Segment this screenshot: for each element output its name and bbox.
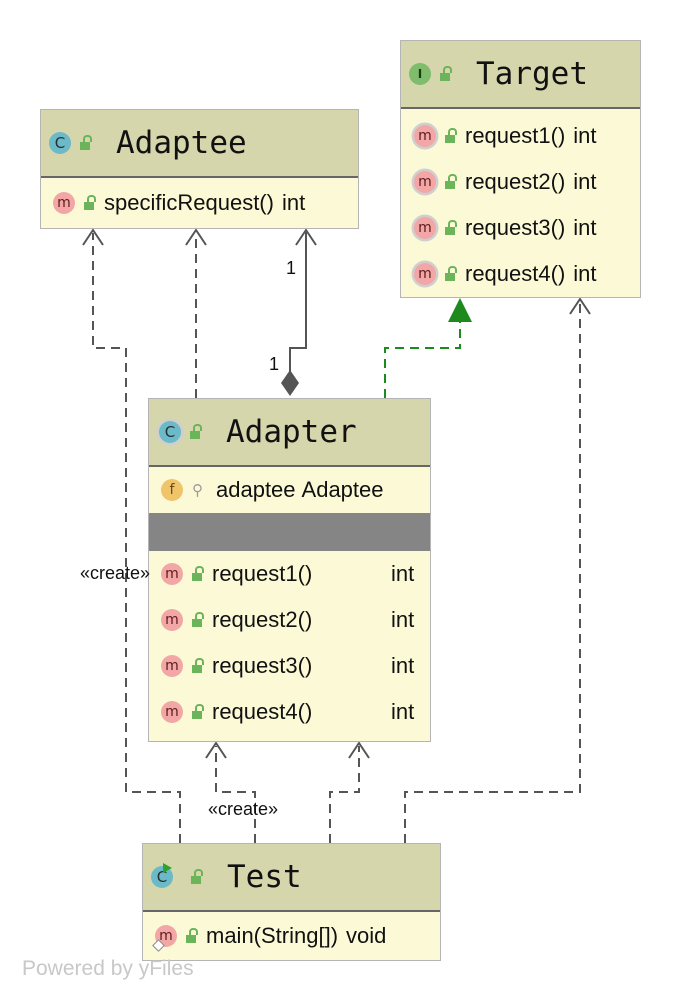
arrowhead-adaptee-2 bbox=[185, 228, 207, 246]
realization-triangle bbox=[448, 298, 472, 322]
arrowhead-adaptee-1 bbox=[82, 228, 104, 246]
class-adapter-header: C Adapter bbox=[149, 399, 430, 467]
method-type: int bbox=[573, 261, 597, 286]
method-row[interactable]: m request3() int bbox=[401, 205, 640, 251]
realization-adapter-target bbox=[384, 322, 461, 398]
class-name: Test bbox=[227, 859, 302, 895]
public-lock-icon bbox=[192, 658, 204, 673]
public-lock-icon bbox=[445, 128, 457, 143]
class-target-header: I Target bbox=[401, 41, 640, 109]
class-test-header: C Test bbox=[143, 844, 440, 912]
public-lock-icon bbox=[84, 195, 96, 210]
arrowhead-target bbox=[569, 297, 591, 315]
class-adapter[interactable]: C Adapter f ⚲ adaptee Adaptee m request1… bbox=[148, 398, 431, 742]
create-label-bottom: «create» bbox=[208, 799, 279, 819]
public-lock-icon bbox=[445, 266, 457, 281]
method-icon: m bbox=[414, 125, 436, 147]
public-lock-icon bbox=[192, 566, 204, 581]
public-lock-icon bbox=[440, 66, 452, 81]
method-type: int bbox=[573, 123, 597, 148]
class-adaptee-header: C Adaptee bbox=[41, 110, 358, 178]
interface-icon: I bbox=[409, 63, 431, 85]
method-type: int bbox=[391, 653, 415, 678]
method-icon: m bbox=[53, 192, 75, 214]
interface-name: Target bbox=[476, 56, 588, 92]
method-icon: m bbox=[161, 655, 183, 677]
class-adaptee[interactable]: C Adaptee m specificRequest() int bbox=[40, 109, 359, 229]
method-name: request1() bbox=[465, 123, 566, 148]
method-type: int bbox=[573, 169, 597, 194]
field-name: adaptee bbox=[216, 477, 296, 502]
method-icon: m bbox=[161, 701, 183, 723]
arrowhead-adapter-1 bbox=[205, 741, 227, 759]
class-icon: C bbox=[159, 421, 181, 443]
method-name: request4() bbox=[465, 261, 566, 286]
method-name: request3() bbox=[212, 653, 313, 678]
method-type: int bbox=[281, 190, 306, 215]
method-row[interactable]: m request4() int bbox=[149, 689, 430, 735]
method-row[interactable]: m main(String[]) void bbox=[143, 912, 440, 960]
class-test[interactable]: C Test m main(String[]) void bbox=[142, 843, 441, 961]
method-row[interactable]: m request2() int bbox=[149, 597, 430, 643]
method-name: request3() bbox=[465, 215, 566, 240]
multiplicity-label-bottom: 1 bbox=[269, 354, 280, 374]
field-row[interactable]: f ⚲ adaptee Adaptee bbox=[149, 467, 430, 513]
dependency-test-adapter-left bbox=[215, 746, 256, 843]
method-name: main(String[]) bbox=[206, 923, 339, 948]
method-name: request4() bbox=[212, 699, 313, 724]
dependency-test-adaptee-left bbox=[92, 233, 181, 843]
method-row[interactable]: m specificRequest() int bbox=[41, 178, 358, 228]
public-lock-icon bbox=[191, 869, 203, 884]
dependency-test-adapter-right bbox=[329, 746, 360, 843]
composition-diamond bbox=[281, 370, 299, 396]
method-icon: m bbox=[161, 563, 183, 585]
create-label-left: «create» bbox=[80, 563, 151, 583]
method-icon: m bbox=[161, 609, 183, 631]
class-target[interactable]: I Target m request1() int m request2() i… bbox=[400, 40, 641, 298]
method-type: void bbox=[346, 923, 387, 948]
public-lock-icon bbox=[445, 174, 457, 189]
method-icon: m bbox=[414, 171, 436, 193]
watermark: Powered by yFiles bbox=[22, 957, 194, 980]
method-type: int bbox=[391, 699, 415, 724]
method-name: request2() bbox=[465, 169, 566, 194]
method-name: specificRequest() bbox=[104, 190, 274, 215]
dependency-test-target bbox=[404, 302, 581, 843]
method-type: int bbox=[573, 215, 597, 240]
collapsed-section bbox=[149, 513, 430, 551]
public-lock-icon bbox=[445, 220, 457, 235]
method-row[interactable]: m request1() int bbox=[401, 113, 640, 159]
multiplicity-label-top: 1 bbox=[286, 258, 297, 278]
class-icon: C bbox=[49, 132, 71, 154]
method-row[interactable]: m request4() int bbox=[401, 251, 640, 297]
method-row[interactable]: m request2() int bbox=[401, 159, 640, 205]
public-lock-icon bbox=[192, 704, 204, 719]
composition-adapter-adaptee bbox=[289, 232, 307, 376]
private-key-icon: ⚲ bbox=[192, 482, 203, 499]
method-name: request1() bbox=[212, 561, 313, 586]
method-name: request2() bbox=[212, 607, 313, 632]
method-type: int bbox=[391, 607, 415, 632]
arrowhead-composition bbox=[295, 228, 317, 246]
run-triangle-icon bbox=[163, 863, 172, 873]
class-name: Adapter bbox=[226, 414, 357, 450]
class-name: Adaptee bbox=[116, 125, 247, 161]
public-lock-icon bbox=[190, 424, 202, 439]
arrowhead-adapter-2 bbox=[348, 741, 370, 759]
method-type: int bbox=[391, 561, 415, 586]
public-lock-icon bbox=[192, 612, 204, 627]
field-type: Adaptee bbox=[301, 477, 384, 502]
method-row[interactable]: m request3() int bbox=[149, 643, 430, 689]
method-row[interactable]: m request1() int bbox=[149, 551, 430, 597]
public-lock-icon bbox=[186, 928, 198, 943]
field-icon: f bbox=[161, 479, 183, 501]
method-icon: m bbox=[414, 217, 436, 239]
method-icon: m bbox=[414, 263, 436, 285]
public-lock-icon bbox=[80, 135, 92, 150]
